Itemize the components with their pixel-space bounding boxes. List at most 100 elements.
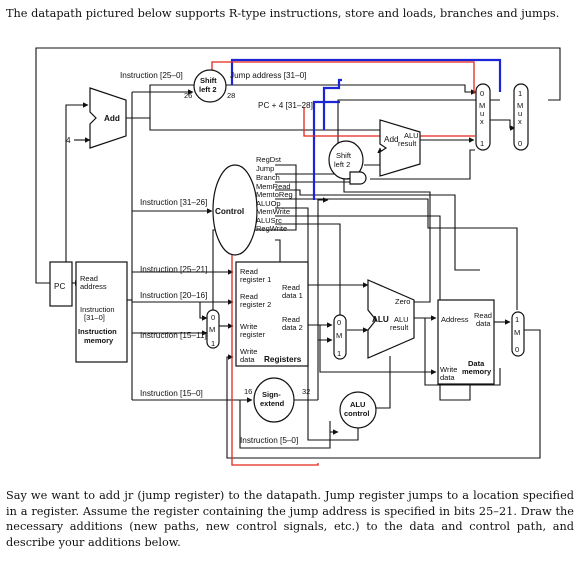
svg-text:ALU: ALU (372, 315, 389, 324)
svg-text:RegWrite: RegWrite (256, 224, 287, 233)
svg-text:data: data (476, 319, 491, 328)
svg-text:M: M (479, 101, 485, 110)
svg-text:ALUSrc: ALUSrc (256, 216, 282, 225)
svg-text:u: u (518, 109, 522, 118)
svg-text:0: 0 (518, 139, 522, 148)
svg-text:control: control (344, 409, 369, 418)
svg-text:Instruction [5–0]: Instruction [5–0] (240, 436, 298, 445)
svg-text:MemRead: MemRead (256, 182, 291, 191)
svg-text:Write: Write (240, 347, 257, 356)
svg-text:left 2: left 2 (334, 160, 350, 169)
svg-text:register 1: register 1 (240, 275, 271, 284)
svg-text:Shift: Shift (200, 76, 217, 85)
svg-text:M: M (517, 101, 523, 110)
svg-text:1: 1 (211, 339, 215, 348)
svg-text:Instruction [15–11]: Instruction [15–11] (140, 331, 207, 340)
shift-left-2-jump: Shift left 2 26 28 Instruction [25–0] Ju… (120, 69, 313, 110)
svg-text:Jump address [31–0]: Jump address [31–0] (230, 71, 306, 80)
svg-text:Instruction [20–16]: Instruction [20–16] (140, 291, 207, 300)
svg-text:x: x (480, 117, 484, 126)
svg-text:x: x (518, 117, 522, 126)
svg-text:Instruction [25–21]: Instruction [25–21] (140, 265, 207, 274)
svg-text:M: M (209, 325, 215, 334)
pc-adder: Add 4 (66, 87, 127, 149)
register-file: Read register 1 Read register 2 Write re… (140, 261, 309, 367)
svg-text:ALU: ALU (350, 400, 365, 409)
wires (35, 47, 561, 459)
svg-text:M: M (514, 328, 520, 337)
svg-text:Address: Address (441, 315, 469, 324)
svg-text:1: 1 (515, 315, 519, 324)
question-text: Say we want to add jr (jump register) to… (6, 489, 574, 549)
svg-text:result: result (398, 139, 417, 148)
svg-text:0: 0 (337, 318, 341, 327)
svg-text:ALU: ALU (404, 131, 419, 140)
svg-text:ALU: ALU (394, 315, 409, 324)
svg-text:u: u (480, 109, 484, 118)
control-unit: Control Instruction [31–26] RegDst Jump … (140, 155, 293, 256)
branch-mux: 0 M u x 1 (475, 83, 491, 151)
svg-text:28: 28 (227, 91, 235, 100)
svg-text:ALUOp: ALUOp (256, 199, 281, 208)
memtoreg-mux: 1 M 0 (511, 311, 525, 357)
jump-mux: 1 M u x 0 (513, 83, 529, 151)
svg-text:data: data (440, 373, 455, 382)
svg-text:MemWrite: MemWrite (256, 207, 290, 216)
svg-text:Read: Read (240, 292, 258, 301)
svg-text:Instruction [31–26]: Instruction [31–26] (140, 198, 207, 207)
svg-text:Read: Read (474, 311, 492, 320)
svg-text:Instruction [15–0]: Instruction [15–0] (140, 389, 203, 398)
svg-text:Zero: Zero (395, 297, 410, 306)
shift-left-2-branch: Shift left 2 (328, 140, 364, 180)
svg-text:Instruction: Instruction (80, 305, 115, 314)
svg-text:Add: Add (384, 135, 399, 144)
svg-text:[31–0]: [31–0] (84, 313, 105, 322)
svg-text:Write: Write (240, 322, 257, 331)
svg-text:result: result (390, 323, 409, 332)
intro-text: The datapath pictured below supports R-t… (6, 7, 560, 20)
svg-text:register: register (240, 330, 266, 339)
svg-text:PC + 4 [31–28]: PC + 4 [31–28] (258, 101, 313, 110)
svg-text:address: address (80, 282, 107, 291)
alu-control: ALU control Instruction [5–0] (240, 391, 377, 445)
svg-text:data: data (240, 355, 255, 364)
svg-text:RegDst: RegDst (256, 155, 282, 164)
svg-text:Add: Add (104, 114, 120, 123)
svg-text:Write: Write (440, 365, 457, 374)
svg-text:extend: extend (260, 399, 285, 408)
regdst-mux: 0 M 1 (206, 309, 220, 349)
svg-text:M: M (336, 331, 342, 340)
branch-adder: Add ALU result (379, 119, 421, 177)
svg-text:Data: Data (468, 359, 485, 368)
svg-text:Read: Read (282, 283, 300, 292)
jump-path-highlight (211, 58, 502, 466)
svg-text:1: 1 (337, 349, 341, 358)
svg-text:Read: Read (240, 267, 258, 276)
svg-text:Jump: Jump (256, 164, 274, 173)
sign-extend: Sign- extend 16 32 Instruction [15–0] (140, 377, 310, 423)
svg-text:Read: Read (80, 274, 98, 283)
svg-text:Branch: Branch (256, 173, 280, 182)
data-memory: Address Read data Write data Data memory (437, 299, 495, 385)
alu: ALU Zero ALU result (367, 279, 415, 359)
branch-and-gate (349, 171, 367, 185)
instruction-memory: Read address Instruction [31–0] Instruct… (75, 261, 128, 363)
svg-text:memory: memory (462, 367, 492, 376)
svg-text:Read: Read (282, 315, 300, 324)
alusrc-mux: 0 M 1 (333, 314, 347, 360)
svg-text:32: 32 (302, 387, 310, 396)
svg-text:MemtoReg: MemtoReg (256, 190, 293, 199)
svg-text:Registers: Registers (264, 355, 302, 364)
pc-register: PC (49, 261, 73, 307)
pc-label: PC (54, 282, 65, 291)
svg-text:4: 4 (66, 136, 71, 145)
svg-text:Instruction: Instruction (78, 327, 117, 336)
svg-text:Shift: Shift (336, 151, 352, 160)
svg-text:1: 1 (480, 139, 484, 148)
svg-text:1: 1 (518, 89, 522, 98)
svg-text:0: 0 (211, 313, 215, 322)
svg-text:26: 26 (184, 91, 192, 100)
svg-text:Control: Control (215, 207, 244, 216)
svg-text:Instruction [25–0]: Instruction [25–0] (120, 71, 183, 80)
